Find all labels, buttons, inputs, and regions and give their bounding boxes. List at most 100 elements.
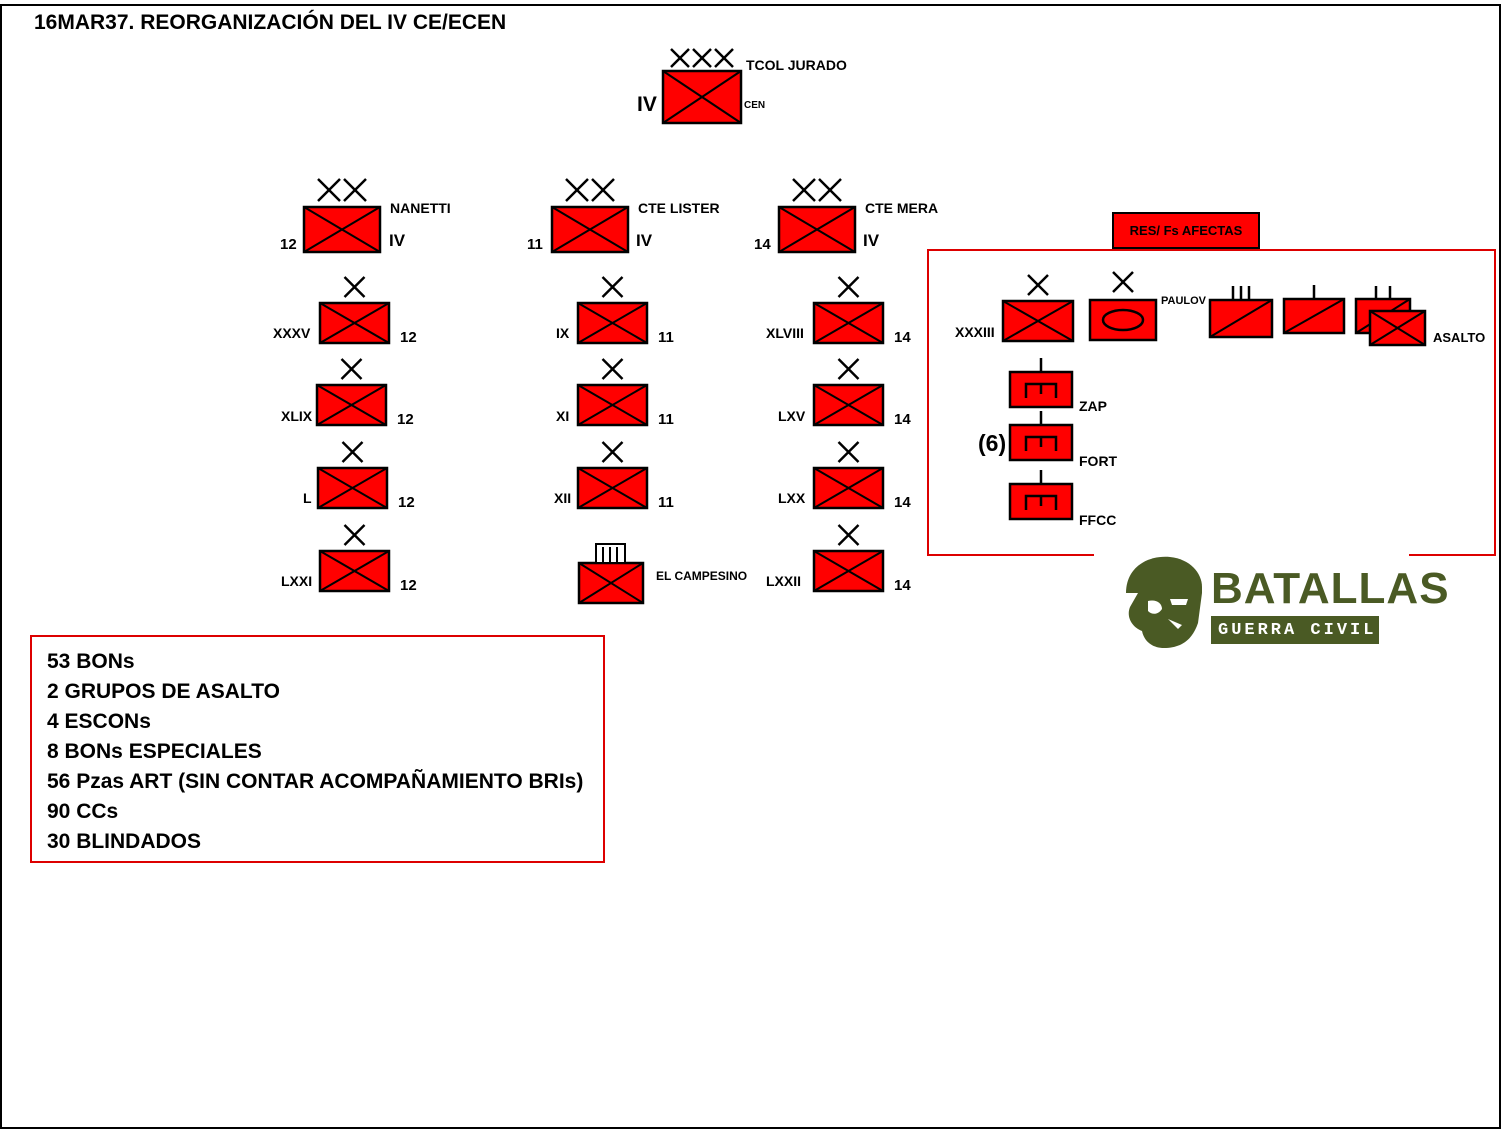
- el-campesino-unit-icon: [577, 543, 645, 605]
- summary-item: 90 CCs: [47, 800, 119, 823]
- engineer-unit-icon: [1008, 470, 1074, 521]
- cavalry-regiment-icon: [1208, 286, 1274, 339]
- brigade-name: XLVIII: [766, 325, 804, 341]
- echelon-x-icon: [792, 178, 842, 202]
- brigade-division: 14: [894, 577, 911, 594]
- reserve-cavalry-label: PAULOV: [1161, 295, 1207, 307]
- brigade-name: LXXII: [766, 573, 802, 589]
- brigade-unit-icon: [315, 383, 388, 427]
- corps-commander: TCOL JURADO: [746, 57, 847, 73]
- brigade-unit-icon: [576, 383, 649, 427]
- division-commander: CTE LISTER: [638, 200, 720, 216]
- brigade-division: 11: [658, 329, 674, 346]
- echelon-x-icon: [837, 358, 860, 380]
- paulov-armor-icon: [1088, 298, 1158, 342]
- echelon-x-icon: [837, 276, 860, 298]
- division-number: 11: [527, 236, 543, 253]
- brand-logo: BATALLAS GUERRA CIVIL: [1118, 553, 1449, 650]
- echelon-x-icon: [601, 276, 624, 298]
- echelon-x-icon: [340, 358, 363, 380]
- division-commander: NANETTI: [390, 200, 451, 216]
- summary-list: 53 BONs 2 GRUPOS DE ASALTO 4 ESCONs 8 BO…: [32, 637, 603, 857]
- echelon-x-icon: [1027, 274, 1049, 296]
- corps-unit-icon: [661, 69, 743, 125]
- page-frame: [0, 4, 1501, 1129]
- engineers-count: (6): [978, 430, 1007, 456]
- echelon-x-icon: [601, 441, 624, 463]
- brigade-name: XI: [556, 408, 570, 424]
- division-unit-icon: [302, 205, 382, 254]
- reserve-assault-label: ASALTO: [1433, 330, 1486, 345]
- brigade-name: XXXV: [273, 325, 311, 341]
- brigade-unit-icon: [812, 466, 885, 510]
- brand-name: BATALLAS: [1211, 564, 1450, 613]
- division-corps: IV: [863, 231, 880, 250]
- brigade-unit-icon: [318, 301, 391, 345]
- reserve-brigade-label: XXXIII: [955, 324, 995, 340]
- summary-item: 30 BLINDADOS: [47, 830, 202, 853]
- echelon-x-icon: [670, 48, 734, 68]
- engineer-label: FORT: [1079, 453, 1118, 469]
- brigade-division: 14: [894, 329, 911, 346]
- summary-item: 4 ESCONs: [47, 710, 151, 733]
- brigade-division: 14: [894, 494, 911, 511]
- page-title: 16MAR37. REORGANIZACIÓN DEL IV CE/ECEN: [34, 11, 507, 34]
- summary-item: 53 BONs: [47, 650, 135, 673]
- brigade-division: 11: [658, 494, 674, 511]
- brigade-name: LXV: [778, 408, 806, 424]
- echelon-x-icon: [343, 524, 366, 546]
- brigade-division: 11: [658, 411, 674, 428]
- division-corps: IV: [389, 231, 406, 250]
- division-unit-icon: [550, 205, 630, 254]
- brigade-unit-icon: [812, 383, 885, 427]
- cavalry-squadron-icon: [1282, 285, 1346, 335]
- brigade-name: LXXI: [281, 573, 313, 589]
- echelon-x-icon: [1112, 271, 1134, 293]
- reserve-brigade-icon: [1001, 299, 1075, 343]
- brigade-unit-icon: [318, 549, 391, 593]
- reserve-frame: [927, 249, 1496, 556]
- division-unit-icon: [777, 205, 857, 254]
- soldier-helmet-icon: [1126, 556, 1202, 648]
- brigade-name: XLIX: [281, 408, 313, 424]
- division-number: 14: [754, 236, 771, 253]
- division-commander: CTE MERA: [865, 200, 939, 216]
- engineer-label: ZAP: [1079, 398, 1107, 414]
- brigade-division: 12: [398, 494, 415, 511]
- summary-item: 2 GRUPOS DE ASALTO: [47, 680, 280, 703]
- echelon-x-icon: [343, 276, 366, 298]
- engineer-label: FFCC: [1079, 512, 1117, 528]
- brigade-name: L: [303, 490, 312, 506]
- corps-suffix: CEN: [744, 100, 766, 111]
- echelon-x-icon: [837, 524, 860, 546]
- reserve-label: RES/ Fs AFECTAS: [1112, 212, 1260, 249]
- brigade-division: 14: [894, 411, 911, 428]
- summary-item: 8 BONs ESPECIALES: [47, 740, 262, 763]
- echelon-x-icon: [601, 358, 624, 380]
- echelon-x-icon: [837, 441, 860, 463]
- echelon-x-icon: [565, 178, 615, 202]
- special-unit-label: EL CAMPESINO: [656, 569, 748, 583]
- engineer-unit-icon: [1008, 358, 1074, 409]
- brigade-division: 12: [400, 577, 417, 594]
- brigade-unit-icon: [576, 466, 649, 510]
- brand-subtitle: GUERRA CIVIL: [1218, 621, 1377, 640]
- brigade-division: 12: [397, 411, 414, 428]
- division-corps: IV: [636, 231, 653, 250]
- brigade-name: LXX: [778, 490, 806, 506]
- summary-item: 56 Pzas ART (SIN CONTAR ACOMPAÑAMIENTO B…: [47, 770, 584, 793]
- brand-subtitle-bar: [1211, 616, 1379, 644]
- echelon-x-icon: [317, 178, 367, 202]
- brigade-name: IX: [556, 325, 570, 341]
- engineer-unit-icon: [1008, 411, 1074, 462]
- corps-numeral: IV: [637, 93, 657, 116]
- division-number: 12: [280, 236, 297, 253]
- summary-box: 53 BONs 2 GRUPOS DE ASALTO 4 ESCONs 8 BO…: [30, 635, 605, 863]
- brigade-name: XII: [554, 490, 572, 506]
- assault-group-icon: [1354, 286, 1427, 347]
- echelon-x-icon: [341, 441, 364, 463]
- brigade-unit-icon: [316, 466, 389, 510]
- brigade-division: 12: [400, 329, 417, 346]
- brigade-unit-icon: [576, 301, 649, 345]
